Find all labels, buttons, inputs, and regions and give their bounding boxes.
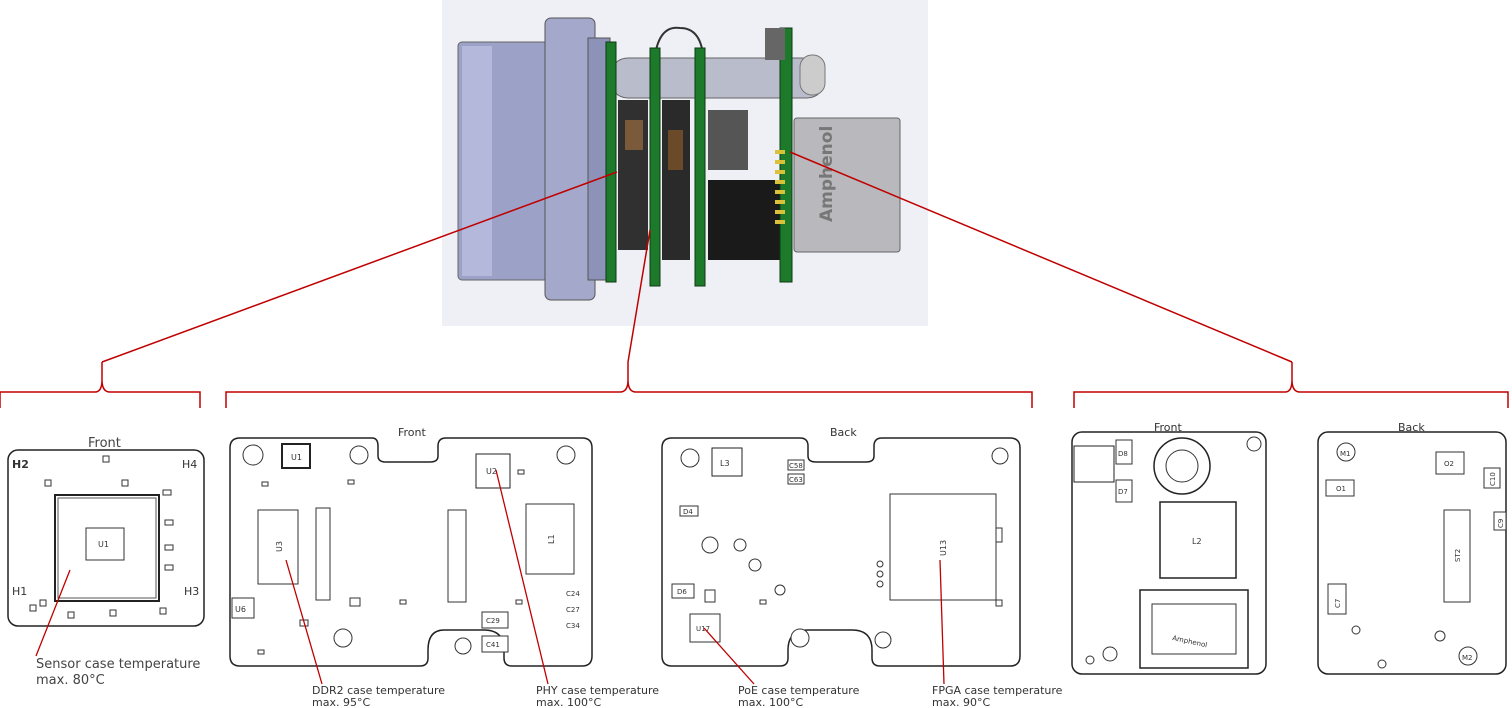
svg-text:D7: D7 xyxy=(1118,488,1128,496)
camera-render: Amphenol xyxy=(442,0,928,326)
svg-text:U2: U2 xyxy=(486,467,497,476)
svg-text:U13: U13 xyxy=(939,540,948,556)
svg-text:ST2: ST2 xyxy=(1454,549,1462,562)
svg-text:C63: C63 xyxy=(789,476,803,484)
svg-text:C7: C7 xyxy=(1334,599,1342,608)
svg-text:H2: H2 xyxy=(12,458,29,471)
pcb-main-2 xyxy=(694,47,706,287)
svg-text:C24: C24 xyxy=(566,590,580,598)
svg-text:U17: U17 xyxy=(696,625,710,633)
sensor-board-side: Front xyxy=(88,436,121,451)
svg-text:O1: O1 xyxy=(1336,485,1346,493)
fpga-temp-line2: max. 90°C xyxy=(932,696,990,708)
svg-text:O2: O2 xyxy=(1444,460,1454,468)
svg-text:L1: L1 xyxy=(547,534,556,544)
svg-text:C10: C10 xyxy=(1489,472,1497,486)
main-board-back: Back L3 D4 D6 U17 U13 C58 C63 xyxy=(661,426,1021,667)
svg-text:C58: C58 xyxy=(789,462,803,470)
poe-temp-line2: max. 100°C xyxy=(738,696,803,708)
svg-text:U1: U1 xyxy=(291,453,302,462)
svg-text:M2: M2 xyxy=(1462,654,1473,662)
svg-text:D4: D4 xyxy=(683,508,693,516)
svg-text:H3: H3 xyxy=(184,585,199,598)
conn-front-side: Front xyxy=(1154,421,1183,434)
svg-text:C34: C34 xyxy=(566,622,580,630)
poe-transformer xyxy=(1159,501,1237,579)
support-rod xyxy=(609,57,826,99)
phy-temp-line1: PHY case temperature xyxy=(536,684,659,697)
fpga-temp-line1: FPGA case temperature xyxy=(932,684,1063,697)
callout-lines xyxy=(0,151,1509,408)
svg-text:M1: M1 xyxy=(1340,450,1351,458)
main-back-side: Back xyxy=(830,426,857,439)
svg-text:C9: C9 xyxy=(1497,519,1505,528)
amphenol-logo: Amphenol xyxy=(817,126,837,222)
conn-back-side: Back xyxy=(1398,421,1425,434)
bracket-main xyxy=(225,362,1033,408)
svg-text:U1: U1 xyxy=(98,540,109,549)
annotations: Sensor case temperature max. 80°C DDR2 c… xyxy=(36,657,1063,708)
bracket-sensor xyxy=(0,362,201,408)
phy-chip xyxy=(525,503,575,575)
phy-temp-line2: max. 100°C xyxy=(536,696,601,708)
poe-chip xyxy=(689,613,721,643)
rj45-connector xyxy=(793,117,901,253)
svg-text:L3: L3 xyxy=(720,459,730,468)
pcb-sensor xyxy=(605,41,617,283)
sensor-board: Front U1 H2 H4 H1 H3 xyxy=(7,436,205,627)
ddr2-temp-line1: DDR2 case temperature xyxy=(312,684,445,697)
sensor-temp-line2: max. 80°C xyxy=(36,673,105,688)
svg-text:C27: C27 xyxy=(566,606,580,614)
svg-text:D6: D6 xyxy=(677,588,687,596)
svg-text:L2: L2 xyxy=(1192,537,1202,546)
svg-text:U3: U3 xyxy=(275,541,284,552)
poe-temp-line1: PoE case temperature xyxy=(738,684,860,697)
svg-text:D8: D8 xyxy=(1118,450,1128,458)
svg-text:C41: C41 xyxy=(486,641,500,649)
pcb-main-1 xyxy=(649,47,661,287)
svg-text:C29: C29 xyxy=(486,617,500,625)
svg-text:H1: H1 xyxy=(12,585,27,598)
connector-board-front: Front D8 D7 L2 Amphenol xyxy=(1071,421,1267,675)
main-front-side: Front xyxy=(398,426,427,439)
pointer-lines xyxy=(35,469,945,685)
sensor-temp-line1: Sensor case temperature xyxy=(36,657,200,672)
svg-text:U6: U6 xyxy=(235,605,246,614)
ddr2-temp-line2: max. 95°C xyxy=(312,696,370,708)
ddr2-chip xyxy=(257,509,299,585)
fpga-chip xyxy=(889,493,997,601)
pcb-connector xyxy=(779,27,793,283)
main-board-front: Front U1 U3 U6 U2 L1 C29 C41 C24 C27 C34 xyxy=(229,426,593,667)
bracket-connector xyxy=(1073,362,1509,408)
svg-text:H4: H4 xyxy=(182,458,197,471)
connector-board-back: Back M1 M2 O1 O2 C7 C9 C10 ST2 xyxy=(1317,421,1507,675)
